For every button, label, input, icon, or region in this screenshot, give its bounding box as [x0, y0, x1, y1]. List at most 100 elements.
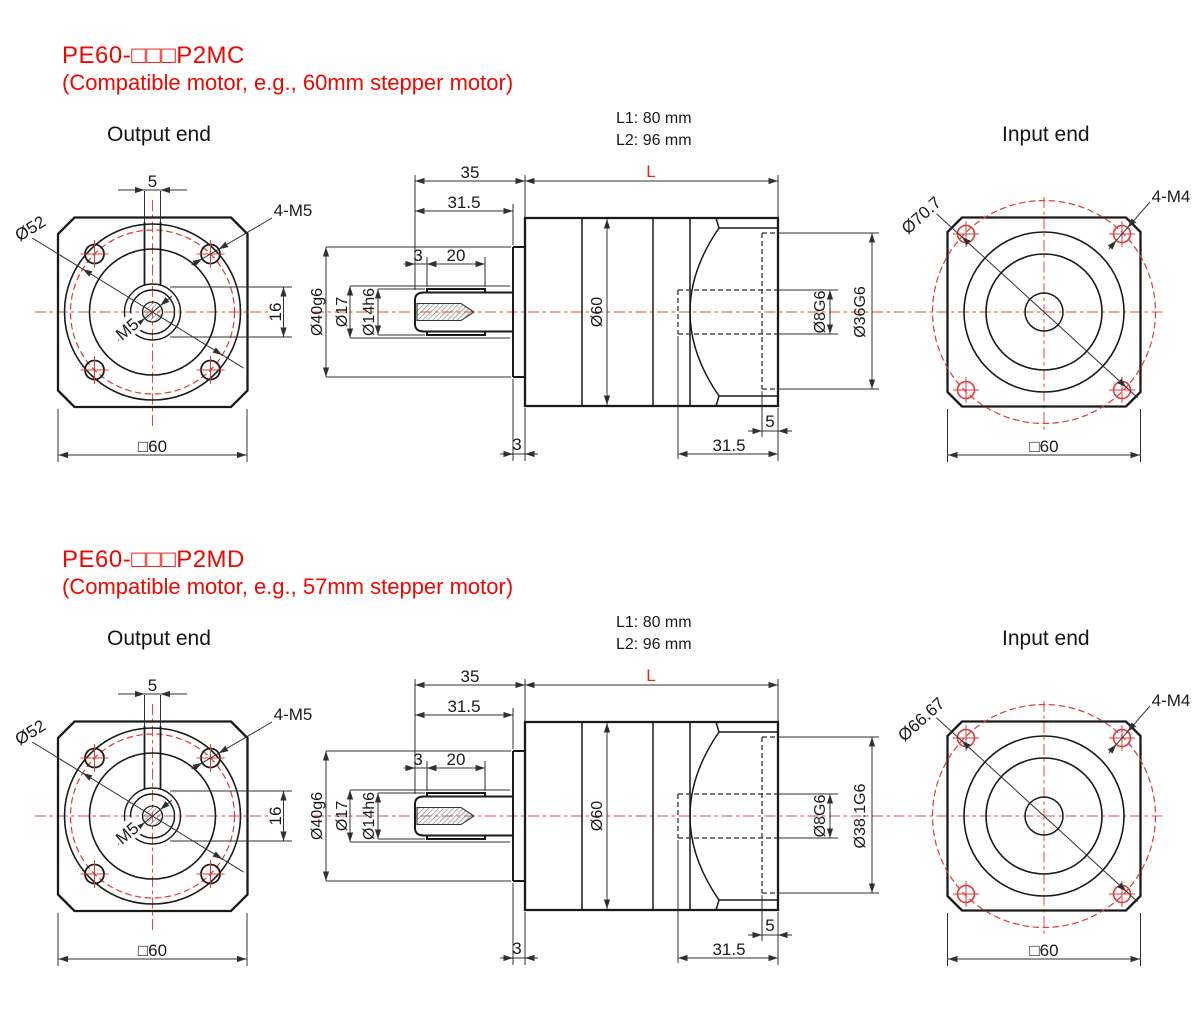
- arrowhead: [778, 931, 788, 939]
- dim-label: 16: [266, 807, 285, 826]
- arrowhead: [768, 450, 778, 458]
- housing-outline: [523, 720, 780, 912]
- label-text: 31.5: [712, 436, 745, 455]
- label-bg: [9, 713, 51, 750]
- model-title: PE60-□□□P2MD: [62, 546, 245, 573]
- bolt-callout-label: 4-M5: [274, 705, 313, 724]
- housing-length-label: L: [646, 666, 655, 685]
- label-text: M5: [112, 819, 142, 849]
- arrowhead: [525, 177, 535, 185]
- adapter-shoulder: [715, 721, 778, 733]
- arrowhead: [192, 258, 203, 267]
- arrowhead: [82, 269, 93, 277]
- arrowhead: [826, 324, 834, 334]
- arrowhead: [503, 450, 513, 458]
- shoulder-circle: [123, 787, 182, 845]
- label-text: 4-M4: [1152, 691, 1191, 710]
- label-text: Ø8G6: [812, 795, 829, 838]
- arrowhead: [868, 379, 876, 389]
- arrowhead: [346, 790, 354, 800]
- arrowhead: [212, 851, 223, 859]
- arrowhead: [346, 286, 354, 296]
- arrowhead: [752, 931, 762, 939]
- arrowhead: [374, 325, 382, 335]
- housing-length-label: L: [646, 162, 655, 181]
- arrowhead: [525, 450, 535, 458]
- arrowhead: [525, 681, 535, 689]
- flange-face-circle: [63, 223, 242, 401]
- arrowhead: [515, 681, 525, 689]
- leader-line: [191, 217, 273, 266]
- arrowhead: [1117, 882, 1127, 892]
- arrowhead: [322, 367, 330, 377]
- label-text: 5: [148, 676, 157, 695]
- arrowhead: [237, 955, 247, 963]
- arrowhead: [948, 955, 958, 963]
- dim-label: Ø60: [589, 297, 606, 327]
- label-text: Ø36G6: [852, 286, 869, 338]
- length-note-l2: L2: 96 mm: [616, 132, 692, 149]
- dim-label: Ø17: [334, 297, 351, 327]
- bolt-callout-label: 4-M4: [1152, 187, 1191, 206]
- tapped-hole-section: [416, 302, 476, 322]
- output-end-title: Output end: [107, 123, 211, 146]
- arrowhead: [374, 829, 382, 839]
- arrowhead: [603, 723, 611, 733]
- arrowhead: [768, 954, 778, 962]
- arrowhead: [160, 297, 170, 306]
- arrowhead: [475, 764, 485, 772]
- dim-label: M5: [110, 816, 143, 849]
- label-bg: [893, 188, 948, 241]
- dim-label: Ø66.67: [889, 689, 952, 748]
- dim-label: Ø36G6: [852, 286, 869, 338]
- label-text: □60: [138, 437, 167, 456]
- label-text: 35: [461, 667, 480, 686]
- arrowhead: [768, 177, 778, 185]
- arrowhead: [280, 791, 287, 801]
- dim-label: 20: [447, 246, 466, 265]
- arrowhead: [374, 793, 382, 803]
- model-subtitle: (Compatible motor, e.g., 57mm stepper mo…: [62, 574, 514, 599]
- arrowhead: [768, 681, 778, 689]
- arrowhead: [135, 186, 145, 194]
- label-text: 3: [512, 435, 521, 454]
- dim-label: Ø14h6: [361, 792, 378, 840]
- dia-dim-line: [15, 227, 244, 369]
- arrowhead: [868, 233, 876, 243]
- flange-outline: [56, 720, 249, 913]
- arrowhead: [1130, 955, 1140, 963]
- dim-label: M5: [110, 312, 143, 345]
- label-text: Ø66.67: [894, 694, 948, 745]
- input-end-title: Input end: [1002, 123, 1090, 146]
- arrowhead: [280, 287, 287, 297]
- label-text: 20: [447, 246, 466, 265]
- dim-label: 35: [461, 667, 480, 686]
- model-title: PE60-□□□P2MC: [62, 42, 245, 69]
- label-text: Ø14h6: [361, 792, 378, 840]
- dim-label: Ø40g6: [309, 792, 326, 840]
- dim-label: □60: [1029, 941, 1058, 960]
- label-text: Ø40g6: [309, 792, 326, 840]
- label-text: 5: [765, 916, 774, 935]
- label-text: 31.5: [447, 193, 480, 212]
- arrowhead: [192, 762, 203, 771]
- arrowhead: [405, 260, 415, 268]
- arrowhead: [868, 737, 876, 747]
- label-text: □60: [1029, 437, 1058, 456]
- arrowhead: [160, 690, 170, 698]
- arrowhead: [515, 177, 525, 185]
- input-bore-circle: [1024, 292, 1064, 332]
- adapter-shoulder: [715, 217, 778, 229]
- label-text: 31.5: [447, 697, 480, 716]
- dim-label: □60: [1029, 437, 1058, 456]
- shaft-key-step: [426, 331, 486, 336]
- dim-label: 31.5: [447, 697, 480, 716]
- dim-label: Ø14h6: [361, 288, 378, 336]
- arrowhead: [322, 871, 330, 881]
- arrowhead: [603, 899, 611, 909]
- arrowhead: [58, 955, 68, 963]
- arrowhead: [603, 219, 611, 229]
